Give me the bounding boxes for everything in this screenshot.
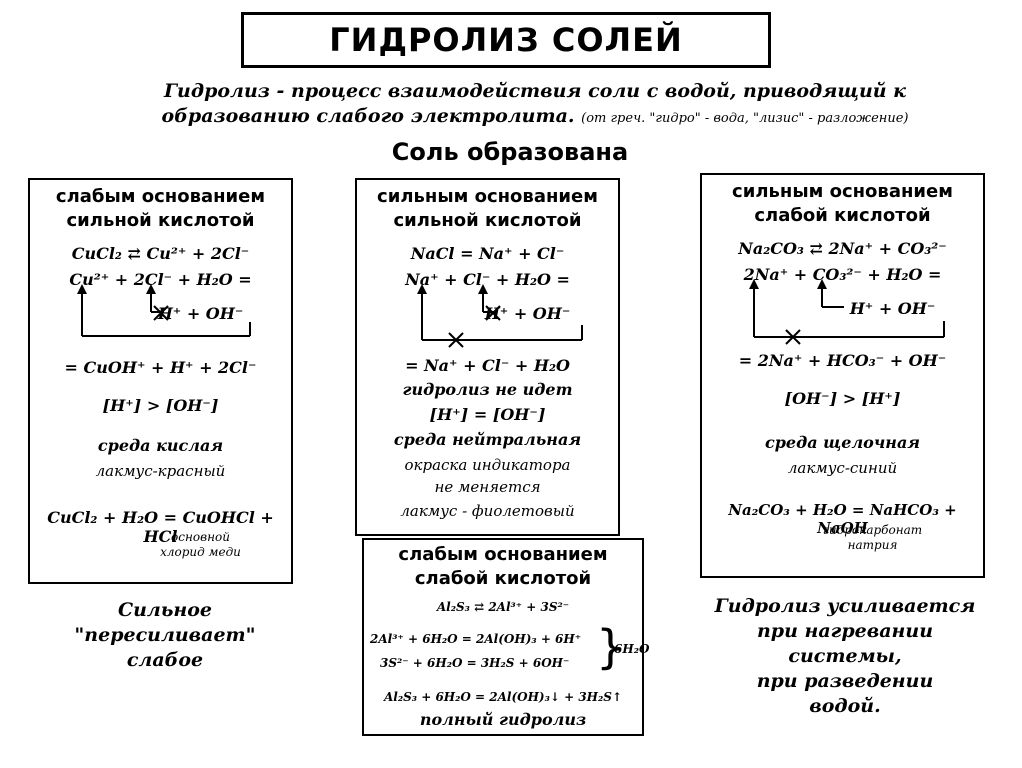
equation: Cu²⁺ + 2Cl⁻ + H₂O =: [69, 270, 252, 289]
definition-line-1: Гидролиз - процесс взаимодействия соли с…: [163, 80, 907, 102]
product-name: гидрокарбонат: [822, 523, 923, 537]
definition-line-2: образованию слабого электролита. (от гре…: [95, 105, 975, 127]
definition-origin: (от греч. "гидро" - вода, "лизис" - разл…: [581, 111, 909, 126]
equation: Al₂S₃ ⇄ 2Al³⁺ + 3S²⁻: [436, 600, 570, 614]
product-name: натрия: [847, 538, 898, 552]
product-name: основной: [171, 530, 230, 544]
box-strong-base-weak-acid: сильным основанием слабой кислотой Na₂CO…: [700, 173, 985, 578]
note-line: водой.: [809, 695, 881, 717]
medium-label: среда кислая: [97, 436, 224, 455]
equation: 2Al³⁺ + 6H₂O = 2Al(OH)₃ + 6H⁺: [370, 632, 582, 646]
page-title: ГИДРОЛИЗ СОЛЕЙ: [241, 12, 771, 68]
product-name: хлорид меди: [160, 545, 241, 559]
equation: NaCl = Na⁺ + Cl⁻: [410, 244, 565, 263]
reaction-arrows: [417, 284, 583, 348]
reaction-arrows: [749, 279, 945, 345]
note-line: при нагревании: [756, 620, 934, 642]
box-header: сильной кислотой: [393, 210, 582, 231]
equation: 3S²⁻ + 6H₂O = 3H₂S + 6OH⁻: [380, 656, 570, 670]
box-weak-base-strong-acid: слабым основанием сильной кислотой CuCl₂…: [28, 178, 293, 584]
box-header: слабой кислотой: [414, 568, 592, 589]
box-header: слабой кислотой: [754, 205, 931, 226]
note-line: при разведении: [756, 670, 934, 692]
medium-label: среда нейтральная: [393, 430, 582, 449]
note-line: Гидролиз усиливается: [714, 595, 976, 617]
equation: = Na⁺ + Cl⁻ + H₂O: [405, 356, 570, 375]
litmus-label: лакмус - фиолетовый: [400, 502, 575, 520]
indicator-label: окраска индикатора: [404, 456, 571, 474]
concentration-relation: [H⁺] = [OH⁻]: [429, 405, 546, 424]
box-header: сильным основанием: [377, 186, 598, 207]
definition-text: образованию слабого электролита.: [161, 105, 575, 127]
litmus-label: лакмус-синий: [787, 459, 898, 477]
box-header: сильной кислотой: [66, 210, 255, 231]
equation: 2Na⁺ + CO₃²⁻ + H₂O =: [743, 265, 942, 284]
equation: = CuOH⁺ + H⁺ + 2Cl⁻: [64, 358, 257, 377]
brace: }: [596, 620, 626, 674]
full-hydrolysis-label: полный гидролиз: [419, 710, 587, 729]
equation: = 2Na⁺ + HCO₃⁻ + OH⁻: [738, 351, 947, 370]
box-header: слабым основанием: [398, 544, 608, 565]
equation: CuCl₂ + H₂O = CuOHCl + HCl: [47, 508, 274, 546]
equation: H⁺ + OH⁻: [849, 299, 936, 318]
reaction-arrows: [77, 284, 251, 337]
note-line: системы,: [788, 645, 902, 667]
litmus-label: лакмус-красный: [95, 462, 226, 480]
equation: CuCl₂ ⇄ Cu²⁺ + 2Cl⁻: [71, 244, 250, 263]
equation: H⁺ + OH⁻: [484, 304, 571, 323]
note-line: Сильное: [118, 599, 212, 621]
section-subtitle: Соль образована: [391, 138, 629, 166]
box-header: сильным основанием: [732, 181, 953, 202]
note-line: "пересиливает": [74, 624, 256, 646]
concentration-relation: [H⁺] > [OH⁻]: [102, 396, 219, 415]
equation: H⁺ + OH⁻: [157, 304, 244, 323]
box-weak-base-weak-acid: слабым основанием слабой кислотой Al₂S₃ …: [362, 538, 649, 736]
medium-label: среда щелочная: [764, 433, 921, 452]
box-header: слабым основанием: [55, 186, 266, 207]
note-left: Сильное "пересиливает" слабое: [60, 598, 270, 673]
box-strong-base-strong-acid: сильным основанием сильной кислотой NaCl…: [355, 178, 620, 536]
note-line: слабое: [126, 649, 204, 671]
equation: Na⁺ + Cl⁻ + H₂O =: [405, 270, 570, 289]
equation: Al₂S₃ + 6H₂O = 2Al(OH)₃↓ + 3H₂S↑: [383, 690, 622, 704]
concentration-relation: [OH⁻] > [H⁺]: [784, 389, 901, 408]
equation: Na₂CO₃ ⇄ 2Na⁺ + CO₃²⁻: [738, 239, 947, 258]
no-hydrolysis-label: гидролиз не идет: [402, 380, 573, 399]
note-right: Гидролиз усиливается при нагревании сист…: [690, 594, 1000, 719]
equation: Na₂CO₃ + H₂O = NaHCO₃ + NaOH: [728, 501, 957, 537]
indicator-label: не меняется: [434, 478, 541, 496]
brace-label: 6H₂O: [614, 642, 650, 656]
